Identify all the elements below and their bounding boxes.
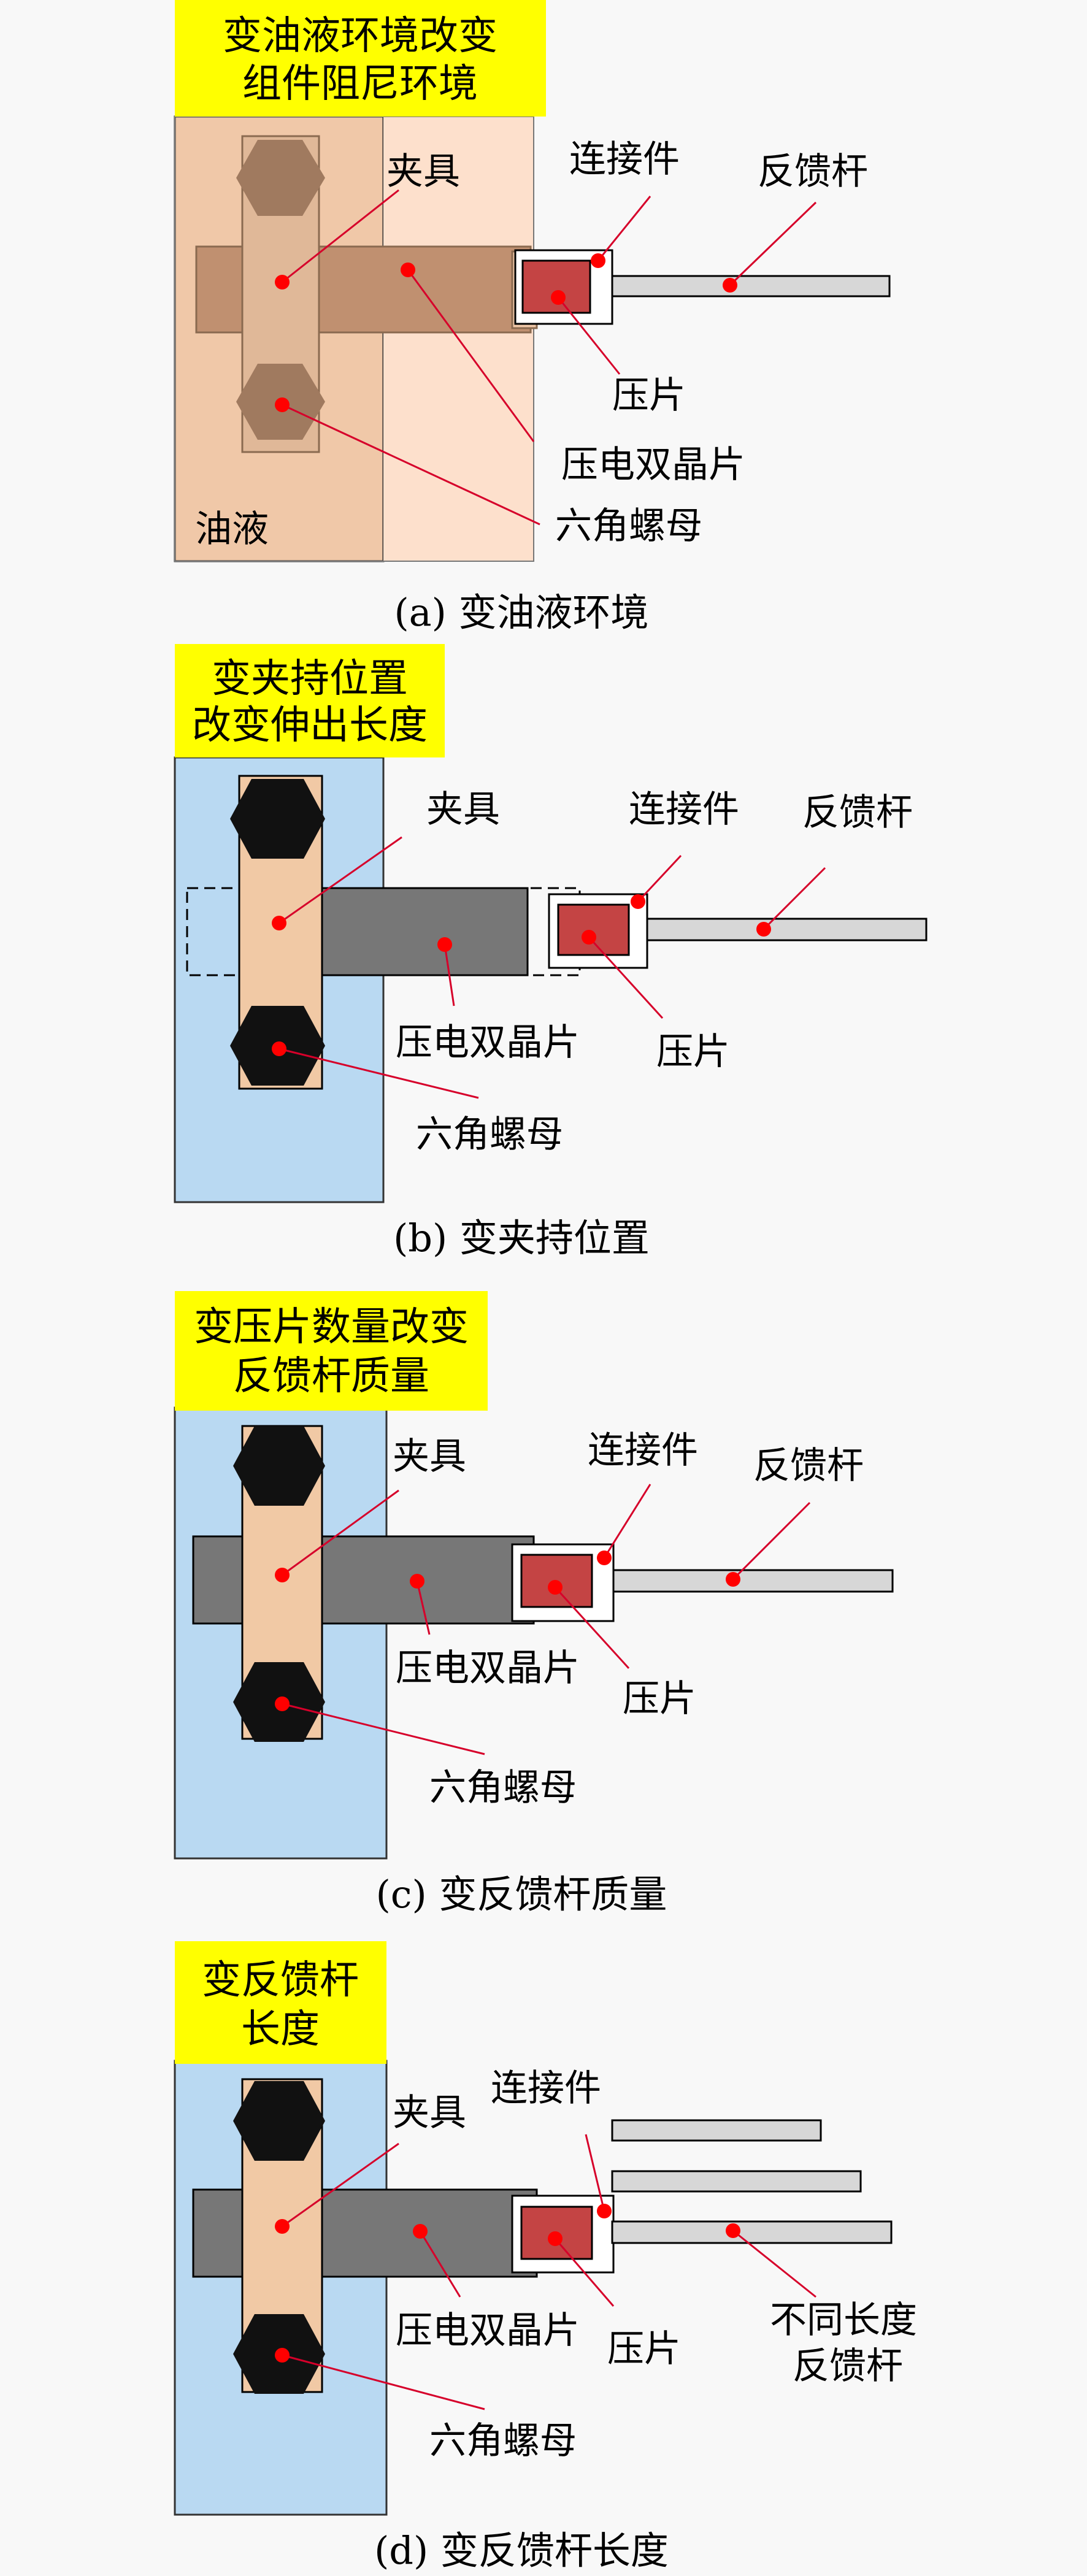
- label-fixture-b: 夹具: [426, 788, 500, 831]
- caption-b: (b) 变夹持位置: [393, 1216, 650, 1260]
- condition-line2-c: 反馈杆质量: [233, 1354, 429, 1399]
- label-bimorph-d: 压电双晶片: [396, 2309, 580, 2352]
- condition-line1-a: 变油液环境改变: [223, 13, 497, 59]
- leader-lines: [278, 836, 826, 1099]
- condition-box-d: [175, 1941, 386, 2064]
- feedback-rod: [646, 918, 928, 941]
- label-feedback-rod-b: 反馈杆: [802, 791, 913, 834]
- label-fixture-c: 夹具: [393, 1435, 466, 1478]
- label-feedback-rod-c: 反馈杆: [753, 1444, 864, 1487]
- leader-dots: [272, 894, 771, 1056]
- label-bimorph-b: 压电双晶片: [396, 1021, 580, 1064]
- caption-c: (c) 变反馈杆质量: [376, 1872, 667, 1917]
- leader-dots: [275, 253, 737, 412]
- label-feedback-rod-a: 反馈杆: [758, 150, 868, 193]
- label-hex-nut-d: 六角螺母: [429, 2420, 577, 2463]
- panel-b: 变夹持位置 改变伸出长度 夹具 连接件 反馈杆 压电双晶片 压片 六角螺母 (b…: [174, 644, 928, 1260]
- panel-a: 变油液环境改变 组件阻尼环境 夹具 连接件 反馈杆 压片 压电双晶片 六角螺母 …: [174, 0, 891, 635]
- hex-nut-top: [233, 2081, 325, 2161]
- label-fixture-d: 夹具: [393, 2091, 466, 2134]
- leader-dots: [275, 1551, 740, 1711]
- feedback-rod-medium: [611, 2170, 862, 2193]
- condition-line2-b: 改变伸出长度: [192, 703, 428, 748]
- label-press-plate-d: 压片: [607, 2328, 681, 2371]
- label-press-plate-a: 压片: [612, 374, 686, 417]
- condition-line1-d: 变反馈杆: [202, 1958, 359, 2003]
- caption-d: (d) 变反馈杆长度: [374, 2528, 669, 2573]
- bimorph: [315, 887, 529, 976]
- label-press-plate-b: 压片: [656, 1030, 730, 1073]
- condition-box-b: [175, 644, 445, 757]
- leader-lines: [282, 189, 817, 526]
- press-plate: [521, 259, 591, 314]
- caption-a: (a) 变油液环境: [394, 590, 648, 635]
- feedback-rod-long: [611, 2220, 893, 2244]
- feedback-rod: [611, 275, 891, 297]
- press-plate: [557, 903, 630, 956]
- label-bimorph-c: 压电双晶片: [396, 1647, 580, 1690]
- hex-nut-top: [230, 779, 325, 859]
- label-fixture-a: 夹具: [386, 150, 460, 193]
- condition-box-c: [175, 1291, 488, 1411]
- leader-lines: [282, 1484, 811, 1755]
- condition-box-a: [175, 0, 546, 117]
- label-connector-a: 连接件: [569, 138, 680, 181]
- hex-nut-top: [236, 140, 325, 216]
- label-bimorph-a: 压电双晶片: [561, 443, 745, 486]
- panel-d: 变反馈杆 长度 夹具 连接件 压电双晶片 压片 不同长度 反馈杆 六角螺母 (d…: [174, 1941, 917, 2573]
- condition-line2-a: 组件阻尼环境: [242, 61, 478, 107]
- leader-dots: [275, 2204, 740, 2363]
- label-connector-b: 连接件: [629, 788, 739, 831]
- feedback-rod: [612, 1569, 894, 1593]
- leader-lines: [282, 2134, 816, 2410]
- label-connector-c: 连接件: [588, 1429, 698, 1472]
- label-hex-nut-b: 六角螺母: [416, 1113, 563, 1156]
- hex-nut-top: [233, 1426, 325, 1506]
- panel-c: 变压片数量改变 反馈杆质量 夹具 连接件 反馈杆 压电双晶片 压片 六角螺母 (…: [174, 1291, 894, 1917]
- label-rods-line1: 不同长度: [770, 2299, 917, 2342]
- label-hex-nut-a: 六角螺母: [555, 505, 702, 548]
- label-hex-nut-c: 六角螺母: [429, 1766, 577, 1809]
- label-oil: 油液: [195, 508, 269, 551]
- label-connector-d: 连接件: [491, 2067, 601, 2110]
- condition-line1-c: 变压片数量改变: [194, 1305, 469, 1350]
- label-press-plate-c: 压片: [623, 1677, 696, 1720]
- label-rods-line2: 反馈杆: [793, 2345, 903, 2388]
- condition-line2-d: 长度: [241, 2007, 320, 2052]
- condition-line1-b: 变夹持位置: [212, 656, 408, 702]
- feedback-rod-short: [611, 2119, 822, 2142]
